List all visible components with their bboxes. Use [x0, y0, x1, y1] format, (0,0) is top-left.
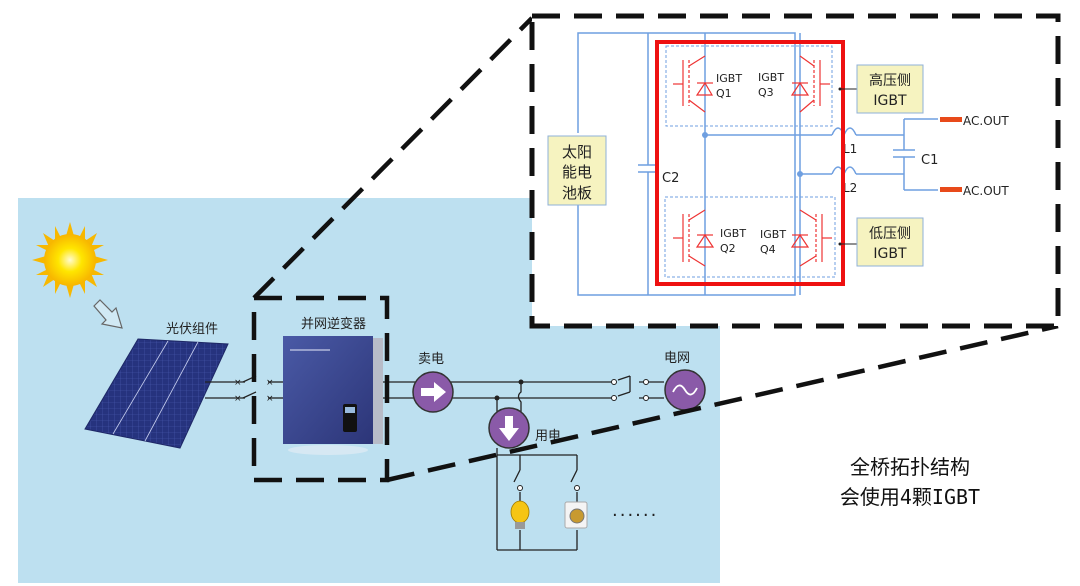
- svg-text:IGBT: IGBT: [716, 72, 742, 85]
- topology-caption: 全桥拓扑结构 会使用4颗IGBT: [790, 452, 1030, 512]
- igbt-q1-icon: [673, 55, 714, 113]
- solar-panel-icon: [84, 338, 229, 449]
- svg-text:能电: 能电: [562, 163, 592, 181]
- sun-icon: [32, 222, 108, 298]
- svg-text:×: ×: [266, 394, 274, 404]
- more-loads-ellipsis: ······: [612, 505, 658, 526]
- ac-out-terminal-1: [940, 117, 962, 122]
- svg-text:低压侧: 低压侧: [869, 226, 911, 242]
- use-power-arrow-icon: [488, 407, 530, 449]
- ac-out-terminal-2: [940, 187, 962, 192]
- igbt-symbols: [673, 55, 832, 267]
- svg-text:Q3: Q3: [758, 86, 774, 99]
- grid-ac-source-icon: [664, 369, 706, 411]
- inverter-label: 并网逆变器: [301, 316, 366, 332]
- svg-text:太阳: 太阳: [562, 143, 592, 161]
- load-wiring: [496, 448, 578, 551]
- svg-text:IGBT: IGBT: [873, 93, 907, 109]
- washing-machine-icon: [564, 501, 588, 529]
- sell-power-label: 卖电: [418, 352, 444, 367]
- inductor-l1-label: L1: [843, 142, 857, 156]
- ac-out-label-1: AC.OUT: [963, 114, 1009, 128]
- grid-switch-contacts: [611, 379, 649, 401]
- igbt-q2-icon: [673, 209, 715, 267]
- solar-panel-label-box: 太阳 能电 池板: [547, 135, 607, 206]
- zoom-callout-lines: [251, 16, 1059, 483]
- svg-text:IGBT: IGBT: [720, 227, 746, 240]
- full-bridge-highlight-frame: [655, 40, 845, 286]
- dc-switch-markers: × × × ×: [234, 378, 274, 404]
- pv-module-label: 光伏组件: [166, 322, 218, 337]
- svg-text:IGBT: IGBT: [760, 228, 786, 241]
- grid-label: 电网: [664, 351, 690, 366]
- igbt-q4-icon: [790, 209, 832, 267]
- light-bulb-icon: [510, 500, 530, 529]
- svg-text:IGBT: IGBT: [873, 246, 907, 262]
- svg-text:×: ×: [266, 378, 274, 388]
- dc-wiring: [205, 375, 283, 399]
- ac-out-label-2: AC.OUT: [963, 184, 1009, 198]
- inverter-device-icon: [283, 336, 383, 455]
- svg-text:IGBT: IGBT: [758, 71, 784, 84]
- high-side-igbt-box: 高压侧 IGBT: [838, 64, 924, 114]
- igbt-labels: IGBT Q1 IGBT Q3 IGBT Q2 IGBT Q4: [716, 71, 786, 256]
- svg-text:Q4: Q4: [760, 243, 776, 256]
- svg-text:池板: 池板: [562, 184, 592, 202]
- capacitor-c1-label: C1: [921, 153, 938, 168]
- sunlight-arrow-icon: [93, 299, 123, 329]
- svg-text:×: ×: [234, 394, 242, 404]
- circuit-wiring: [577, 32, 938, 296]
- svg-text:Q1: Q1: [716, 87, 732, 100]
- capacitor-c2-label: C2: [662, 171, 679, 186]
- circuit-panel-border: [529, 13, 1061, 329]
- svg-text:高压侧: 高压侧: [869, 72, 911, 89]
- igbt-module-boxes: [664, 45, 836, 278]
- svg-text:Q2: Q2: [720, 242, 736, 255]
- svg-text:×: ×: [234, 378, 242, 388]
- sell-power-arrow-icon: [412, 371, 454, 413]
- low-side-igbt-box: 低压侧 IGBT: [838, 217, 924, 267]
- caption-line-2: 会使用4颗IGBT: [839, 485, 981, 509]
- caption-line-1: 全桥拓扑结构: [850, 455, 970, 479]
- igbt-q3-icon: [790, 55, 830, 113]
- inductor-l2-label: L2: [843, 181, 857, 195]
